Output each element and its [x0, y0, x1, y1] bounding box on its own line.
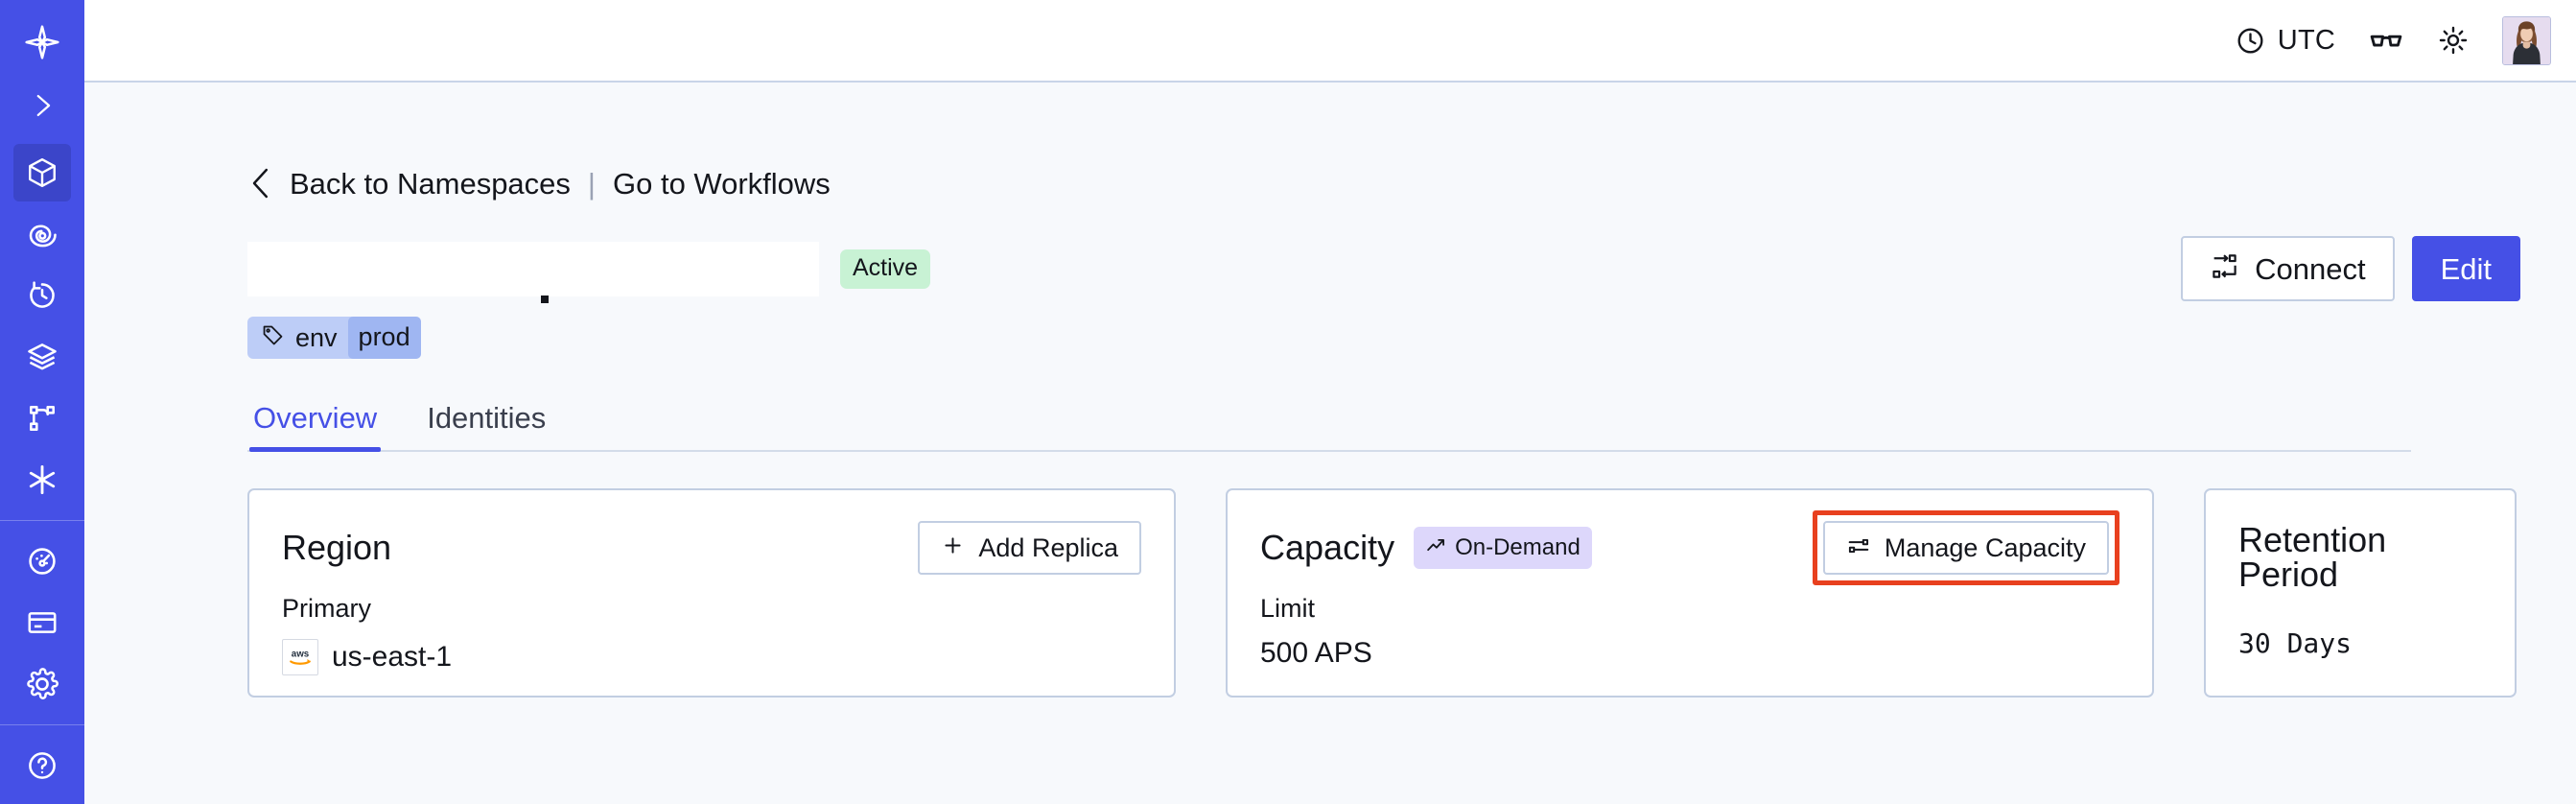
timer-icon [25, 278, 59, 313]
edit-button[interactable]: Edit [2411, 236, 2520, 301]
gear-icon [25, 667, 59, 701]
edit-button-label: Edit [2440, 251, 2492, 286]
card-retention-value: 30 Days [2238, 627, 2353, 659]
breadcrumb-separator: | [587, 166, 596, 201]
manage-capacity-label: Manage Capacity [1884, 532, 2086, 562]
card-retention-period: Retention Period 30 Days [2204, 488, 2517, 698]
capacity-mode-label: On-Demand [1455, 533, 1581, 560]
main-pane: UTC [84, 0, 2576, 804]
manage-capacity-highlight: Manage Capacity [1812, 510, 2119, 585]
sidebar-item-batch[interactable] [13, 451, 71, 508]
tab-bar: Overview Identities [247, 403, 2411, 452]
timezone-button[interactable]: UTC [2235, 25, 2335, 57]
sliders-icon [1846, 533, 1871, 563]
user-avatar[interactable] [2502, 15, 2551, 65]
sidebar-item-namespaces[interactable] [13, 144, 71, 201]
gauge-icon [25, 544, 59, 579]
manage-capacity-button[interactable]: Manage Capacity [1822, 521, 2109, 575]
tab-overview[interactable]: Overview [249, 403, 382, 452]
card-region-sublabel: Primary [282, 594, 371, 623]
card-retention-title: Retention Period [2238, 520, 2387, 594]
timezone-label: UTC [2277, 24, 2335, 56]
page-title [247, 241, 819, 303]
card-capacity: Capacity On-Demand [1226, 488, 2154, 698]
tag-chip-env[interactable]: env prod [247, 317, 421, 359]
plus-icon [941, 533, 965, 562]
status-badge: Active [840, 248, 931, 289]
card-region-header: Region Add Replica [282, 521, 1141, 575]
sun-icon [2437, 24, 2470, 57]
reader-mode-button[interactable] [2368, 22, 2404, 59]
sidebar-divider-bottom [0, 724, 84, 725]
branch-icon [25, 401, 59, 436]
sidebar-item-usage[interactable] [13, 532, 71, 590]
sidebar-item-expand[interactable] [13, 77, 71, 134]
card-region-value-row: aws us-east-1 [282, 639, 1141, 675]
add-replica-label: Add Replica [978, 532, 1118, 562]
add-replica-button[interactable]: Add Replica [918, 521, 1141, 575]
tab-identities[interactable]: Identities [423, 403, 550, 450]
sidebar-item-observe[interactable] [13, 205, 71, 263]
chevron-left-icon[interactable] [247, 165, 274, 201]
clock-icon [2235, 25, 2266, 57]
title-redaction-artifact [541, 295, 549, 303]
cube-icon [25, 155, 59, 190]
namespace-header-row: Active [247, 236, 2526, 303]
card-region: Region Add Replica Primary [247, 488, 1176, 698]
layers-icon [25, 340, 59, 374]
sidebar-item-billing[interactable] [13, 594, 71, 651]
card-capacity-header: Capacity On-Demand [1260, 510, 2119, 585]
connect-button-label: Connect [2255, 251, 2366, 286]
primary-sidebar [0, 0, 84, 804]
card-retention-header: Retention Period [2238, 523, 2482, 592]
top-bar: UTC [84, 0, 2576, 83]
tag-icon [261, 323, 285, 352]
card-capacity-sublabel: Limit [1260, 594, 1316, 623]
help-circle-icon [25, 748, 59, 783]
chevron-right-icon [26, 89, 59, 122]
credit-card-icon [25, 605, 59, 640]
card-capacity-value: 500 APS [1260, 637, 1372, 669]
tag-key: env [295, 322, 338, 352]
top-bar-actions: UTC [2235, 15, 2551, 65]
capacity-mode-badge: On-Demand [1414, 527, 1592, 569]
breadcrumb: Back to Namespaces | Go to Workflows [247, 161, 2526, 205]
breadcrumb-back-link[interactable]: Back to Namespaces [290, 166, 571, 201]
connect-button[interactable]: Connect [2181, 236, 2395, 301]
sidebar-item-help[interactable] [13, 737, 71, 794]
glasses-icon [2368, 22, 2404, 59]
eye-target-icon [25, 217, 59, 251]
sidebar-item-settings[interactable] [13, 655, 71, 713]
aws-logo-icon: aws [282, 639, 318, 675]
svg-text:aws: aws [292, 649, 310, 659]
card-region-value: us-east-1 [332, 641, 453, 673]
sidebar-item-stack[interactable] [13, 328, 71, 386]
sidebar-divider-top [0, 520, 84, 521]
card-capacity-title: Capacity [1260, 528, 1395, 567]
sidebar-item-logo[interactable] [13, 13, 71, 71]
temporal-logo-icon [23, 23, 61, 61]
header-actions: Connect Edit [2181, 236, 2526, 301]
page-body: Back to Namespaces | Go to Workflows Act… [84, 83, 2576, 804]
trend-up-icon [1425, 534, 1446, 560]
theme-toggle-button[interactable] [2437, 24, 2470, 57]
card-region-title: Region [282, 528, 392, 567]
sidebar-item-workflows[interactable] [13, 390, 71, 447]
tag-value: prod [347, 317, 421, 359]
breadcrumb-workflows-link[interactable]: Go to Workflows [612, 166, 831, 201]
card-capacity-value-row: 500 APS [1260, 639, 2119, 668]
page-content: Back to Namespaces | Go to Workflows Act… [84, 161, 2526, 698]
sidebar-item-schedules[interactable] [13, 267, 71, 324]
tag-list: env prod [247, 317, 2526, 359]
overview-cards: Region Add Replica Primary [247, 488, 2526, 698]
asterisk-icon [24, 461, 60, 498]
connect-icon [2210, 251, 2239, 286]
